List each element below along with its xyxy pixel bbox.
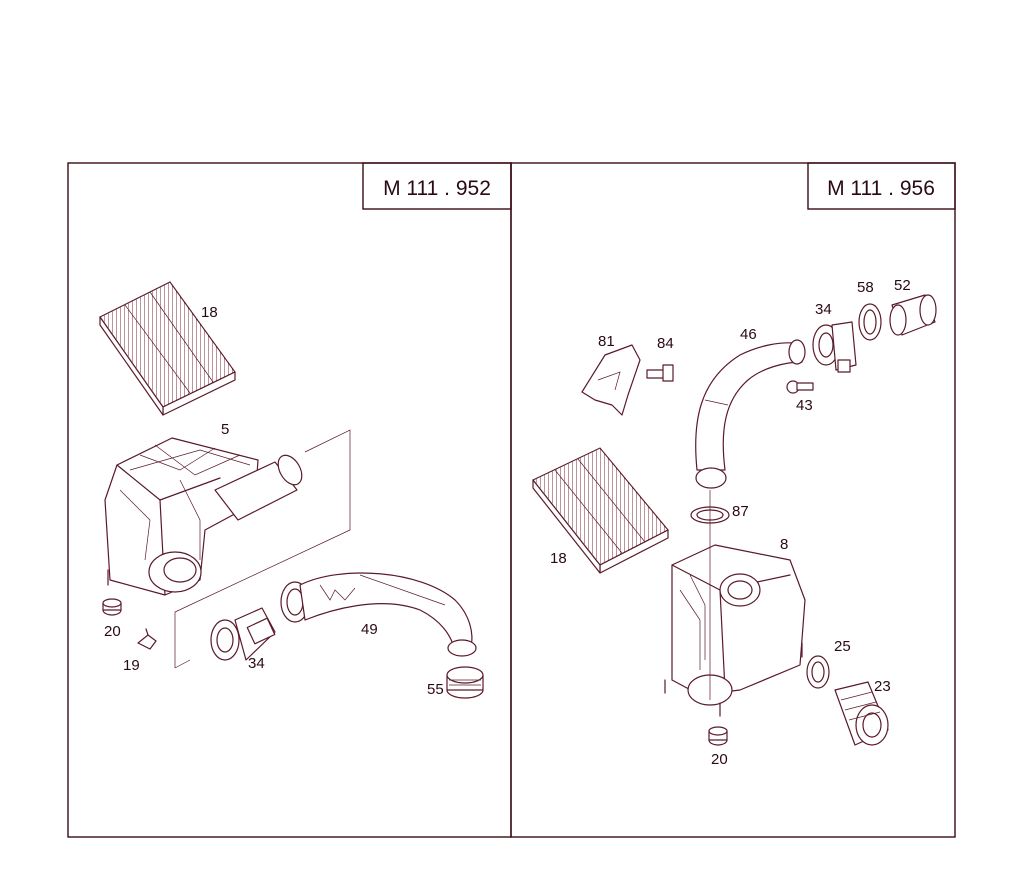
clamp-25-right [806,655,830,689]
callout-58-right: 58 [857,279,874,296]
bolt-43-right [786,380,814,394]
left-model-box [362,162,512,210]
callout-87-right: 87 [732,503,749,520]
callout-49-left: 49 [361,621,378,638]
callout-46-right: 46 [740,326,757,343]
air-filter-element-left [99,281,236,416]
bracket-right [581,344,641,416]
callout-55-left: 55 [427,681,444,698]
right-model-box [807,162,956,210]
callout-34-right: 34 [815,301,832,318]
callout-20-left: 20 [104,623,121,640]
intake-duct-46-right [695,339,806,489]
sleeve-52-right [889,294,937,336]
callout-5-left: 5 [221,421,229,438]
clip-left [137,628,157,650]
air-filter-housing-right [664,544,806,717]
callout-81-right: 81 [598,333,615,350]
callout-18-left: 18 [201,304,218,321]
callout-52-right: 52 [894,277,911,294]
sleeve-left [446,666,484,699]
callout-25-right: 25 [834,638,851,655]
bolt-84-right [646,364,674,382]
right-panel-frame [510,162,956,838]
callout-23-right: 23 [874,678,891,695]
callout-19-left: 19 [123,657,140,674]
intake-duct-left [280,572,477,657]
callout-8-right: 8 [780,536,788,553]
air-mass-sensor-right [812,321,857,373]
clamp-58-right [858,303,882,341]
grommet-left [102,598,122,616]
air-filter-element-right [532,447,669,574]
callout-34-left: 34 [248,655,265,672]
callout-18-right: 18 [550,550,567,567]
right-model-label: M 111 . 956 [827,177,935,200]
callout-43-right: 43 [796,397,813,414]
air-filter-housing-left [104,437,303,596]
assembly-bracket-left [174,429,351,668]
air-mass-sensor-left [210,607,276,661]
callout-84-right: 84 [657,335,674,352]
bellows-23-right [834,681,889,746]
grommet-right [708,726,728,746]
left-model-label: M 111 . 952 [383,177,491,200]
callout-20-right: 20 [711,751,728,768]
